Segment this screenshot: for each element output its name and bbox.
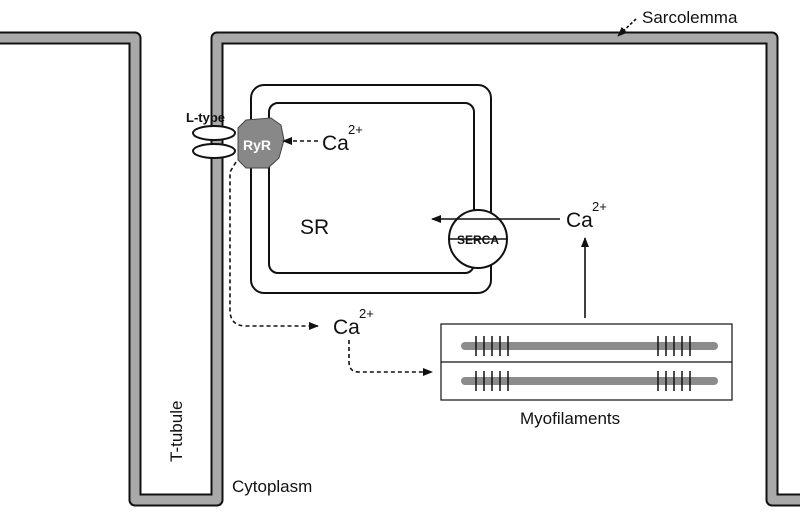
serca-label: SERCA	[457, 233, 499, 247]
ca-label-serca: Ca 2+	[566, 199, 607, 232]
arrow-release-to-ca	[229, 161, 319, 330]
ca-symbol: Ca	[333, 316, 360, 339]
l-type-channel	[192, 125, 236, 159]
sarcolemma-label: Sarcolemma	[642, 8, 738, 27]
ca-charge: 2+	[359, 306, 374, 321]
serca-pump	[448, 209, 508, 269]
ca-label-ryr: Ca 2+	[322, 122, 363, 155]
ryr-receptor	[237, 117, 285, 169]
l-type-label: L-type	[186, 110, 225, 125]
myofilaments	[440, 323, 733, 401]
ryr-label: RyR	[243, 137, 271, 153]
sr-label: SR	[300, 216, 329, 239]
ca-charge: 2+	[592, 199, 607, 214]
cytoplasm-label: Cytoplasm	[232, 477, 312, 496]
myofilaments-label: Myofilaments	[520, 409, 620, 428]
arrow-ca-to-myofilaments	[348, 340, 433, 376]
ca-symbol: Ca	[322, 132, 349, 155]
t-tubule-label: T-tubule	[167, 401, 186, 462]
arrow-sarcolemma-pointer	[617, 18, 637, 37]
ca-symbol: Ca	[566, 209, 593, 232]
ca-label-cytoplasm: Ca 2+	[333, 306, 374, 339]
ca-charge: 2+	[348, 122, 363, 137]
sarcolemma-membrane	[0, 31, 800, 507]
sr-compartment	[250, 84, 492, 294]
